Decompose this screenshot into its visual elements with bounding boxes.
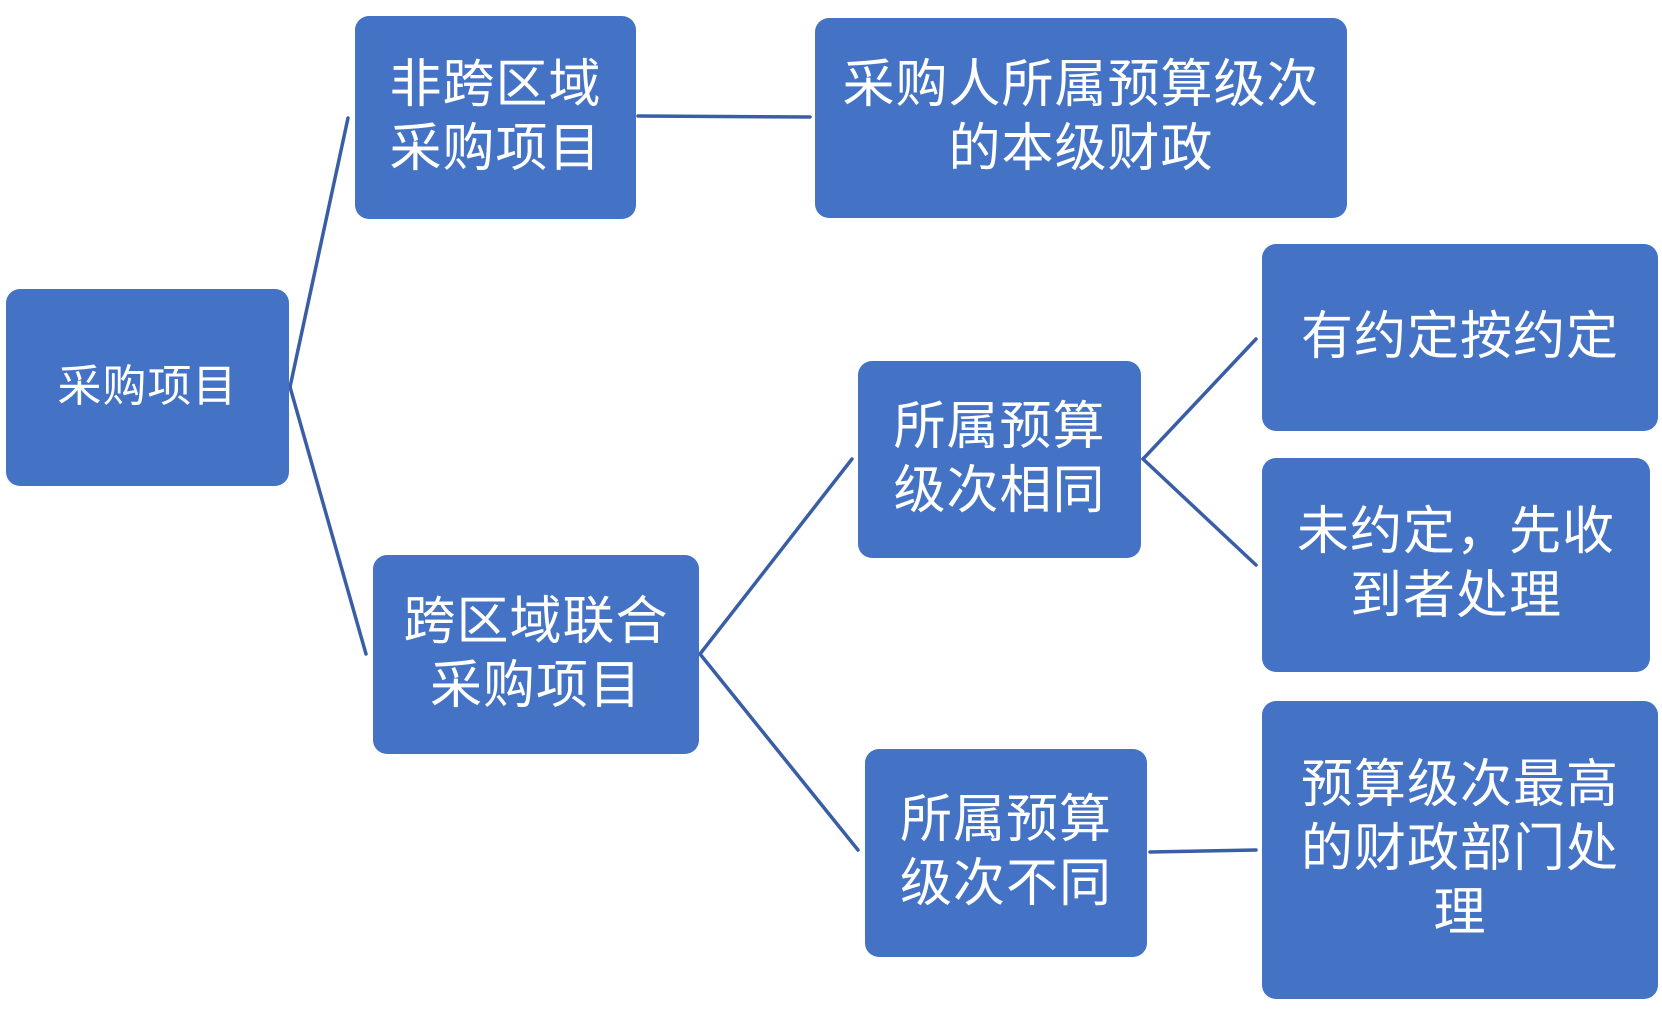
connector-diff-level-to-highest <box>1148 848 1258 854</box>
node-different-budget-level-label: 所属预算 级次不同 <box>899 790 1112 914</box>
node-cross-region-joint-project: 跨区域联合 采购项目 <box>373 555 699 754</box>
connector-same-level-to-agreed <box>1141 337 1258 461</box>
connector-non-cross-to-budget-level <box>636 114 812 119</box>
node-follow-agreement: 有约定按约定 <box>1262 244 1658 431</box>
node-cross-region-joint-project-label: 跨区域联合 采购项目 <box>403 591 669 716</box>
connector-root-to-cross <box>288 385 368 656</box>
node-procurement-project: 采购项目 <box>6 289 289 486</box>
node-non-cross-region-project-label: 非跨区域 采购项目 <box>389 54 602 179</box>
node-no-agreement-first-received: 未约定，先收 到者处理 <box>1262 458 1650 672</box>
connector-same-level-to-not-agreed <box>1141 457 1258 567</box>
connector-cross-to-diff-level <box>698 652 860 852</box>
node-highest-level-finance: 预算级次最高 的财政部门处 理 <box>1262 701 1658 999</box>
node-non-cross-region-project: 非跨区域 采购项目 <box>355 16 636 219</box>
node-no-agreement-first-received-label: 未约定，先收 到者处理 <box>1296 502 1615 626</box>
node-highest-level-finance-label: 预算级次最高 的财政部门处 理 <box>1300 755 1619 943</box>
connector-root-to-non-cross <box>288 116 350 389</box>
node-procurement-project-label: 采购项目 <box>57 361 238 413</box>
node-different-budget-level: 所属预算 级次不同 <box>865 749 1147 957</box>
node-budget-level-finance: 采购人所属预算级次 的本级财政 <box>815 18 1347 218</box>
connector-cross-to-same-level <box>698 457 854 656</box>
node-budget-level-finance-label: 采购人所属预算级次 的本级财政 <box>842 55 1320 179</box>
node-follow-agreement-label: 有约定按约定 <box>1300 306 1619 367</box>
node-same-budget-level: 所属预算 级次相同 <box>858 361 1141 558</box>
node-same-budget-level-label: 所属预算 级次相同 <box>893 396 1106 521</box>
